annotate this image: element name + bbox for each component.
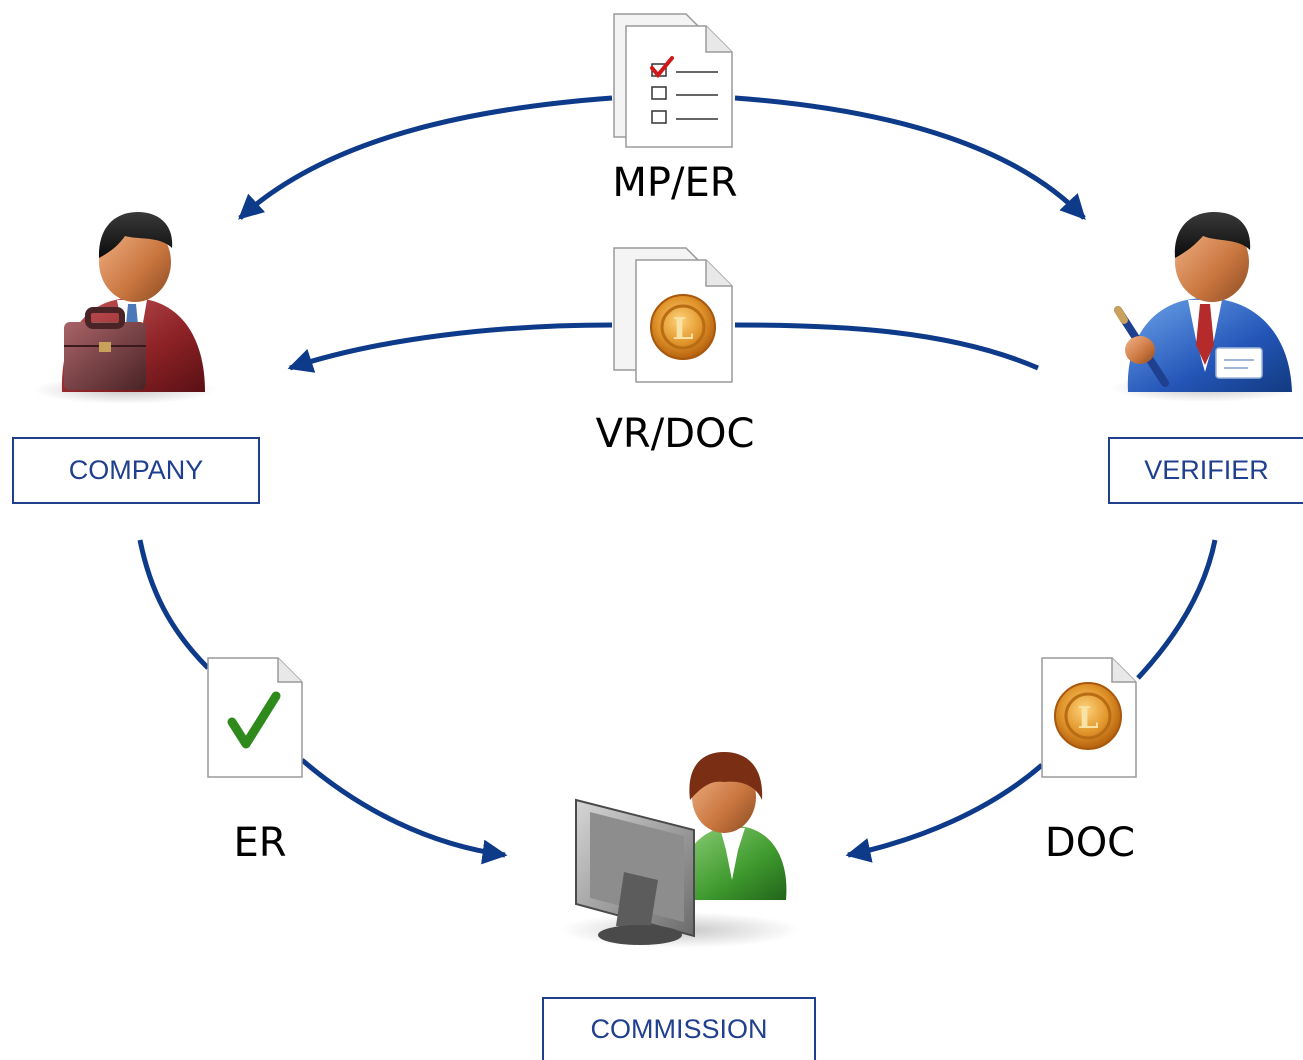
svg-text:L: L	[672, 312, 693, 347]
verifier-label: VERIFIER	[1144, 455, 1269, 485]
company-label-box: COMPANY	[12, 437, 260, 504]
arrow-verifier-down-line	[1136, 539, 1218, 680]
arrow-mp-er-to-verifier	[734, 95, 1086, 220]
company-label: COMPANY	[68, 455, 204, 485]
arrow-doc-to-commission	[845, 763, 1044, 863]
flow-label-er: ER	[233, 820, 287, 866]
commission-label-box: COMMISSION	[542, 997, 816, 1060]
arrow-company-line	[137, 539, 210, 670]
businessman-with-briefcase-icon	[33, 212, 217, 404]
approved-document-icon	[207, 657, 303, 778]
verifier-label-box: VERIFIER	[1108, 437, 1303, 504]
flow-label-mp-er: MP/ER	[612, 160, 738, 206]
checklist-documents-icon	[613, 13, 733, 148]
arrow-vr-doc-to-company	[287, 322, 613, 373]
arrow-mp-er-to-company	[238, 95, 613, 220]
sealed-documents-icon: L	[613, 247, 733, 383]
sealed-document-icon: L	[1041, 657, 1137, 778]
arrow-er-to-commission	[300, 758, 508, 865]
flow-label-vr-doc: VR/DOC	[595, 411, 755, 457]
commission-label: COMMISSION	[590, 1014, 768, 1044]
svg-text:L: L	[1077, 701, 1098, 736]
flow-label-doc: DOC	[1044, 820, 1136, 866]
verifier-with-pen-and-badge-icon	[1110, 212, 1300, 402]
arrow-verifier-line	[734, 322, 1039, 371]
officer-at-computer-icon	[560, 752, 800, 948]
